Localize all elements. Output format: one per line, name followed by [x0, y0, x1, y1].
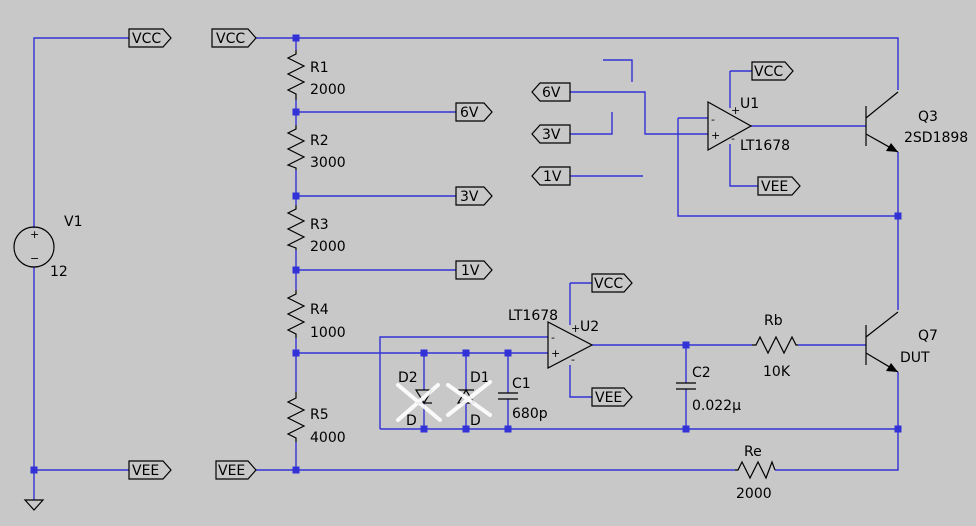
- capacitor-c2: C2 0.022µ: [676, 365, 741, 414]
- resistor-r1: R1 2000: [286, 50, 346, 100]
- resistor-r4: R4 1000: [286, 290, 346, 341]
- capacitor-c1: C1 680p: [498, 376, 548, 422]
- diode-d1: D1 D: [456, 370, 490, 429]
- svg-text:R3: R3: [310, 217, 329, 233]
- svg-text:+: +: [711, 129, 720, 142]
- resistor-r5: R5 4000: [286, 392, 346, 446]
- resistor-re: Re 2000: [735, 444, 776, 502]
- svg-text:R1: R1: [310, 60, 329, 76]
- net-label-u2-vcc: VCC: [591, 273, 633, 293]
- svg-text:1V: 1V: [543, 169, 562, 185]
- net-label-vee-bottom: VEE: [215, 460, 257, 480]
- svg-text:D2: D2: [398, 370, 418, 386]
- svg-text:4000: 4000: [310, 430, 346, 446]
- svg-text:VEE: VEE: [761, 179, 788, 195]
- svg-text:C2: C2: [692, 365, 711, 381]
- net-label-u2-vee: VEE: [591, 387, 633, 407]
- svg-text:2000: 2000: [310, 82, 346, 98]
- svg-text:VEE: VEE: [595, 390, 622, 406]
- svg-text:VCC: VCC: [754, 64, 783, 80]
- svg-text:R5: R5: [310, 407, 329, 423]
- svg-text:+: +: [731, 104, 740, 117]
- svg-text:Q7: Q7: [918, 328, 938, 344]
- net-label-u1-vee: VEE: [757, 176, 801, 196]
- svg-text:-: -: [551, 331, 555, 344]
- svg-text:0.022µ: 0.022µ: [692, 398, 741, 414]
- diode-d2: D2 D: [398, 370, 434, 429]
- net-label-1v-in: 1V: [531, 166, 571, 186]
- svg-text:2SD1898: 2SD1898: [904, 130, 968, 146]
- svg-text:DUT: DUT: [900, 350, 930, 366]
- strike-marks: [396, 380, 492, 422]
- svg-text:12: 12: [50, 264, 68, 280]
- svg-text:VCC: VCC: [132, 31, 161, 47]
- svg-text:U2: U2: [580, 319, 599, 335]
- svg-text:6V: 6V: [460, 105, 479, 121]
- voltage-source-v1: + − V1 12: [13, 214, 82, 280]
- svg-text:3000: 3000: [310, 155, 346, 171]
- net-label-u1-vcc: VCC: [751, 61, 794, 81]
- svg-text:VEE: VEE: [132, 463, 159, 479]
- svg-text:D: D: [406, 413, 417, 429]
- svg-text:U1: U1: [740, 96, 759, 112]
- svg-text:Rb: Rb: [764, 313, 783, 329]
- svg-text:Q3: Q3: [918, 109, 938, 125]
- transistor-q7: Q7 DUT: [865, 311, 938, 373]
- svg-text:D: D: [470, 413, 481, 429]
- svg-text:LT1678: LT1678: [740, 138, 790, 154]
- svg-text:+: +: [551, 347, 560, 360]
- svg-text:LT1678: LT1678: [508, 308, 558, 324]
- svg-text:VCC: VCC: [216, 31, 245, 47]
- svg-text:-: -: [571, 353, 575, 366]
- net-label-1v: 1V: [455, 260, 493, 280]
- svg-text:3V: 3V: [542, 127, 561, 143]
- svg-text:V1: V1: [64, 214, 82, 230]
- ground-icon: [23, 499, 45, 511]
- source-plus-sign: +: [30, 228, 39, 241]
- net-label-6v-in: 6V: [531, 82, 571, 102]
- svg-text:Re: Re: [744, 444, 762, 460]
- svg-text:VEE: VEE: [218, 463, 245, 479]
- svg-text:3V: 3V: [460, 189, 479, 205]
- resistor-r3: R3 2000: [286, 205, 346, 255]
- resistor-r2: R2 3000: [286, 125, 346, 171]
- svg-text:2000: 2000: [310, 239, 346, 255]
- opamp-u2: - + + - LT1678 U2: [508, 308, 599, 369]
- net-label-3v-in: 3V: [531, 124, 571, 144]
- svg-text:D1: D1: [470, 370, 490, 386]
- net-label-vcc-left: VCC: [128, 28, 172, 48]
- svg-text:10K: 10K: [763, 364, 791, 380]
- resistor-rb: Rb 10K: [752, 313, 798, 380]
- net-label-vee-left: VEE: [128, 460, 172, 480]
- svg-text:6V: 6V: [542, 85, 561, 101]
- junctions: [30, 34, 902, 474]
- source-minus-sign: −: [30, 252, 39, 265]
- svg-text:VCC: VCC: [594, 276, 623, 292]
- opamp-u1: - + + - U1 LT1678: [707, 96, 790, 154]
- svg-text:1V: 1V: [461, 263, 480, 279]
- svg-text:R4: R4: [310, 302, 329, 318]
- svg-text:-: -: [711, 113, 715, 126]
- svg-text:680p: 680p: [512, 406, 548, 422]
- svg-text:R2: R2: [310, 133, 329, 149]
- svg-text:C1: C1: [512, 376, 531, 392]
- transistor-q3: Q3 2SD1898: [865, 91, 968, 153]
- svg-text:-: -: [731, 132, 735, 145]
- net-label-vcc-top: VCC: [211, 28, 257, 48]
- svg-text:+: +: [571, 322, 580, 335]
- svg-text:2000: 2000: [736, 486, 772, 502]
- net-label-3v: 3V: [455, 186, 493, 206]
- svg-text:1000: 1000: [310, 325, 346, 341]
- net-label-6v: 6V: [455, 102, 493, 122]
